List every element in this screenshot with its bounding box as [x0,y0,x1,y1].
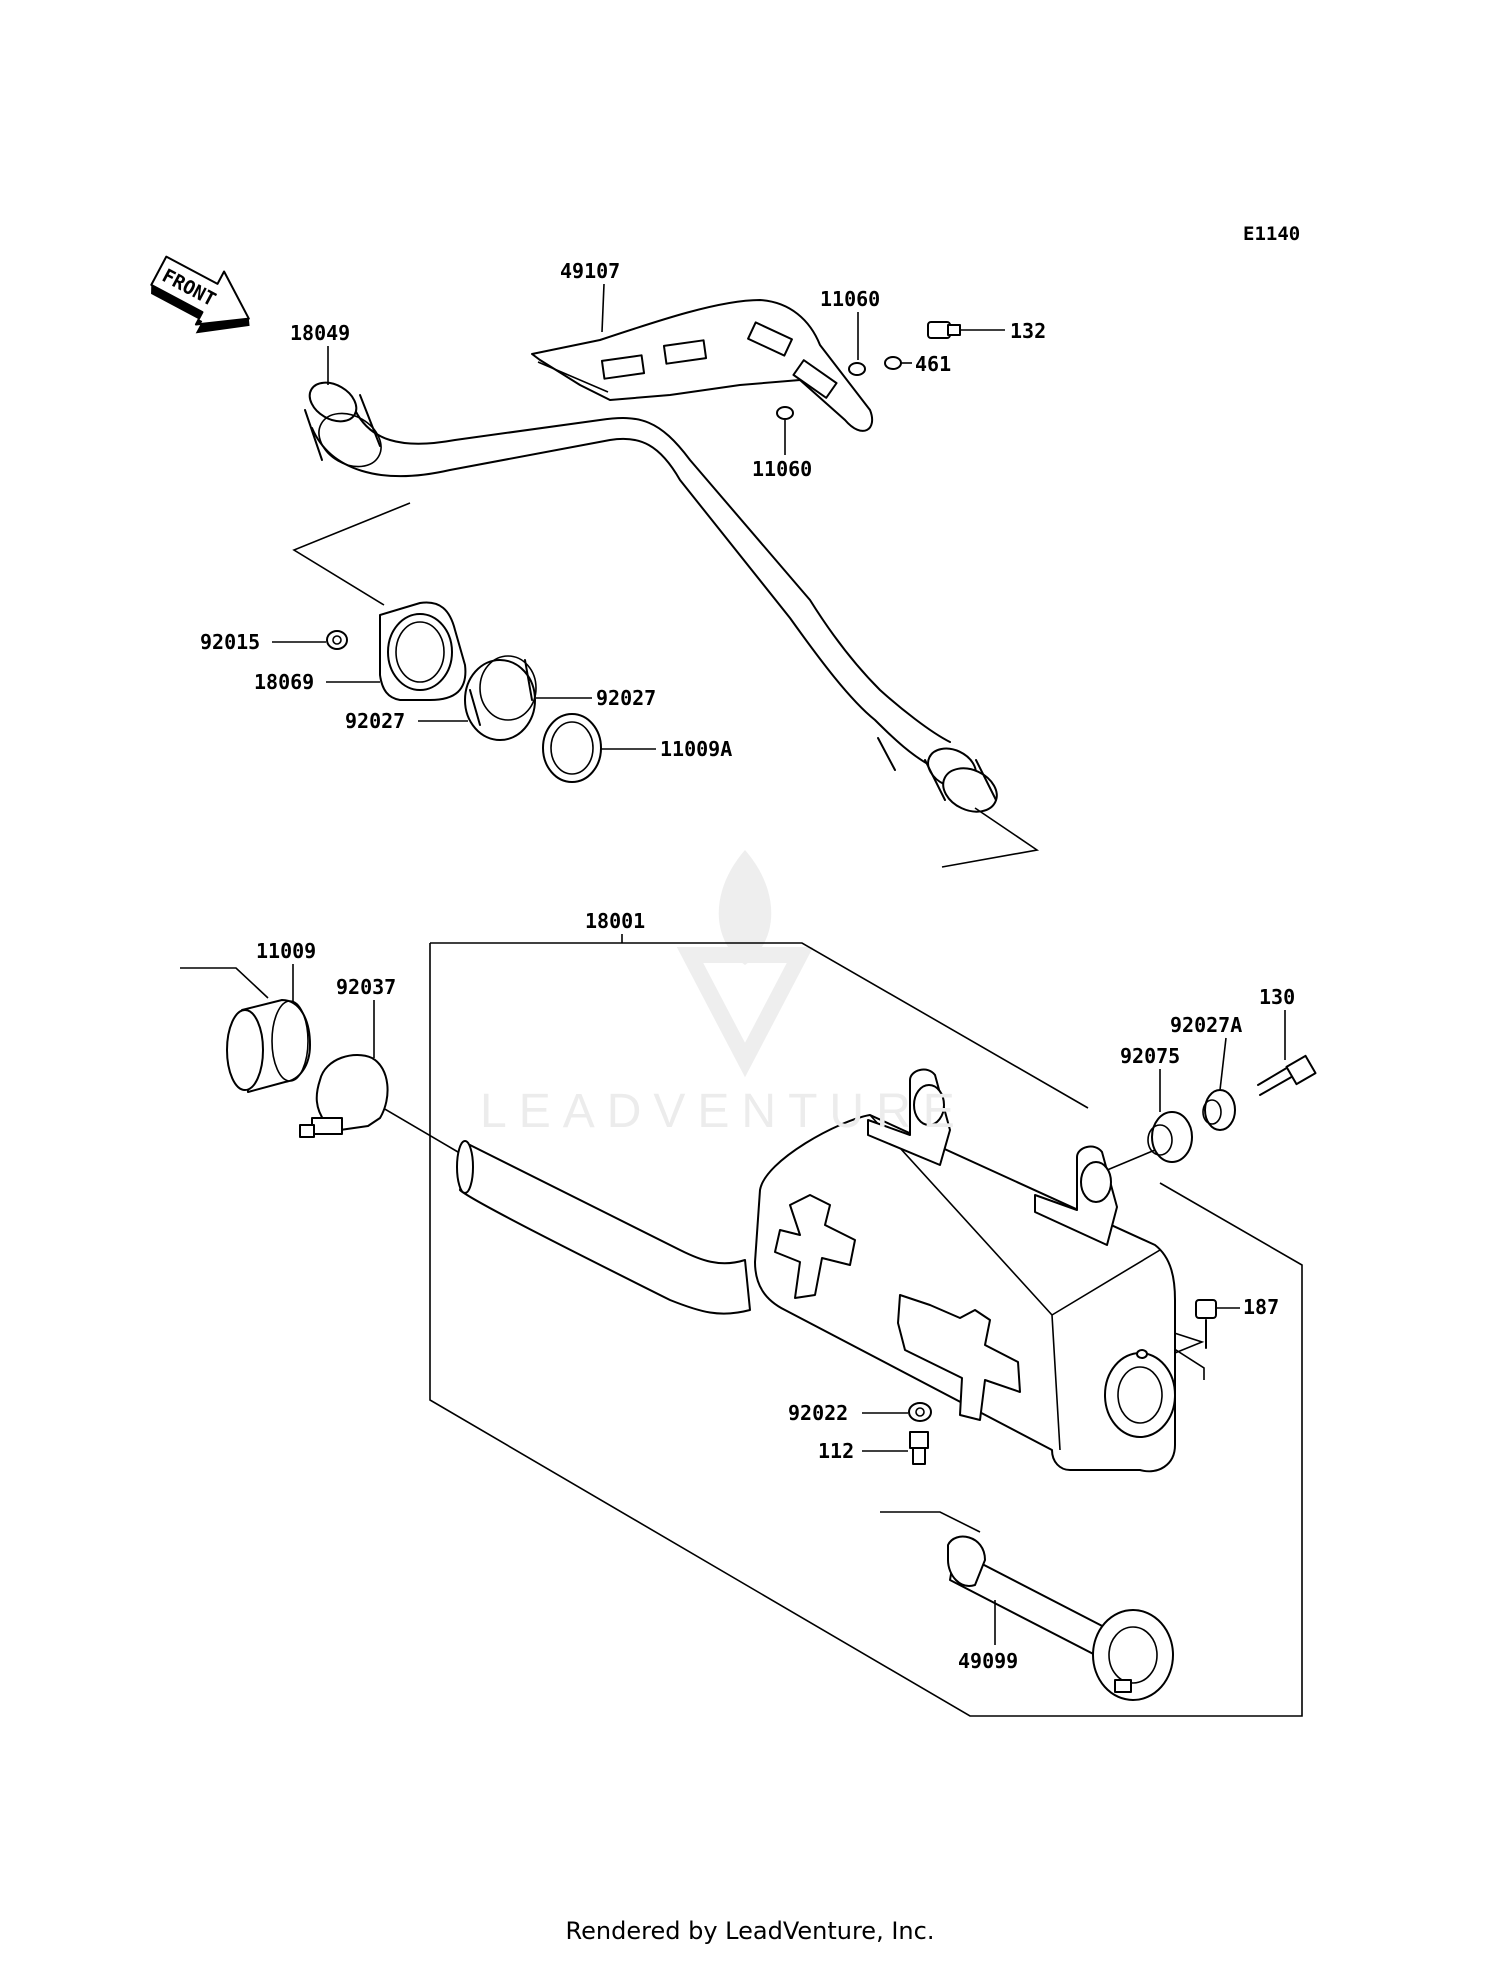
gasket-11009a [542,713,602,783]
muffler-frame [429,943,1303,1717]
label-text: 92075 [1120,1044,1180,1068]
collar-92027a [1202,1089,1236,1131]
label-text: 49107 [560,259,620,283]
guide-line [1164,1329,1205,1356]
nut-92015 [326,630,348,650]
guide-line [941,807,1040,868]
washer-11060-a [848,362,866,376]
label-text: 11060 [820,287,880,311]
label-text: 461 [915,352,951,376]
label-text: 49099 [958,1649,1018,1673]
part-label-18049: 18049 [290,321,350,385]
part-label-92037: 92037 [336,975,396,1058]
label-text: 92027A [1170,1013,1242,1037]
part-label-11009a: 11009A [601,737,732,761]
guide-line [377,1104,459,1153]
muffler-frame [430,942,1089,1109]
part-label-112: 112 [818,1439,908,1463]
part-label-11009: 11009 [256,939,316,1002]
label-text: 112 [818,1439,854,1463]
part-label-11060-bottom: 11060 [752,420,812,481]
diagram-code: E1140 [1243,223,1300,245]
gasket-11009 [226,999,311,1093]
part-label-49107: 49107 [560,259,620,333]
part-label-130: 130 [1259,985,1295,1060]
bolt-112 [909,1431,929,1465]
label-text: 92037 [336,975,396,999]
label-text: 187 [1243,1295,1279,1319]
label-text: 18069 [254,670,314,694]
label-text: 11009 [256,939,316,963]
clamp-92037 [299,1054,389,1138]
part-label-92075: 92075 [1120,1044,1180,1112]
muffler-18001 [456,1068,1176,1473]
label-text: 18049 [290,321,350,345]
flange-18069 [379,601,467,701]
spark-arrester-49099 [947,1535,1174,1701]
part-label-92022: 92022 [788,1401,908,1425]
guide-line [180,967,269,999]
exhaust-pipe-18049 [304,381,998,813]
bolt-187 [1195,1299,1217,1349]
guide-line [880,1511,981,1533]
watermark-logo [676,850,814,1078]
label-text: 11060 [752,457,812,481]
part-label-92015: 92015 [200,630,326,654]
label-text: 92027 [596,686,656,710]
part-label-461: 461 [901,352,951,376]
washer-92022 [908,1402,932,1422]
label-text: 132 [1010,319,1046,343]
washer-461 [884,356,902,370]
collar-92027 [464,655,537,741]
guide-line [292,502,411,606]
bolt-132 [927,321,961,339]
part-label-187: 187 [1216,1295,1279,1319]
front-arrow-icon: FRONT [150,255,250,334]
label-text: 92027 [345,709,405,733]
footer-credit: Rendered by LeadVenture, Inc. [565,1917,935,1945]
bolt-130 [1257,1054,1317,1096]
label-text: 92022 [788,1401,848,1425]
part-label-18001: 18001 [585,909,645,943]
part-label-92027-right: 92027 [536,686,656,710]
washer-11060-b [776,406,794,420]
part-label-92027-left: 92027 [345,709,468,733]
part-label-132: 132 [960,319,1046,343]
part-label-92027a: 92027A [1170,1013,1242,1091]
watermark-text: LEADVENTURE [480,1085,967,1138]
label-text: 11009A [660,737,732,761]
part-label-18069: 18069 [254,670,380,694]
label-text: 92015 [200,630,260,654]
label-text: 18001 [585,909,645,933]
heat-guard-49107 [531,299,874,432]
part-label-11060-top: 11060 [820,287,880,360]
part-label-49099: 49099 [958,1600,1018,1673]
bushing-92075 [1147,1111,1193,1163]
label-text: 130 [1259,985,1295,1009]
